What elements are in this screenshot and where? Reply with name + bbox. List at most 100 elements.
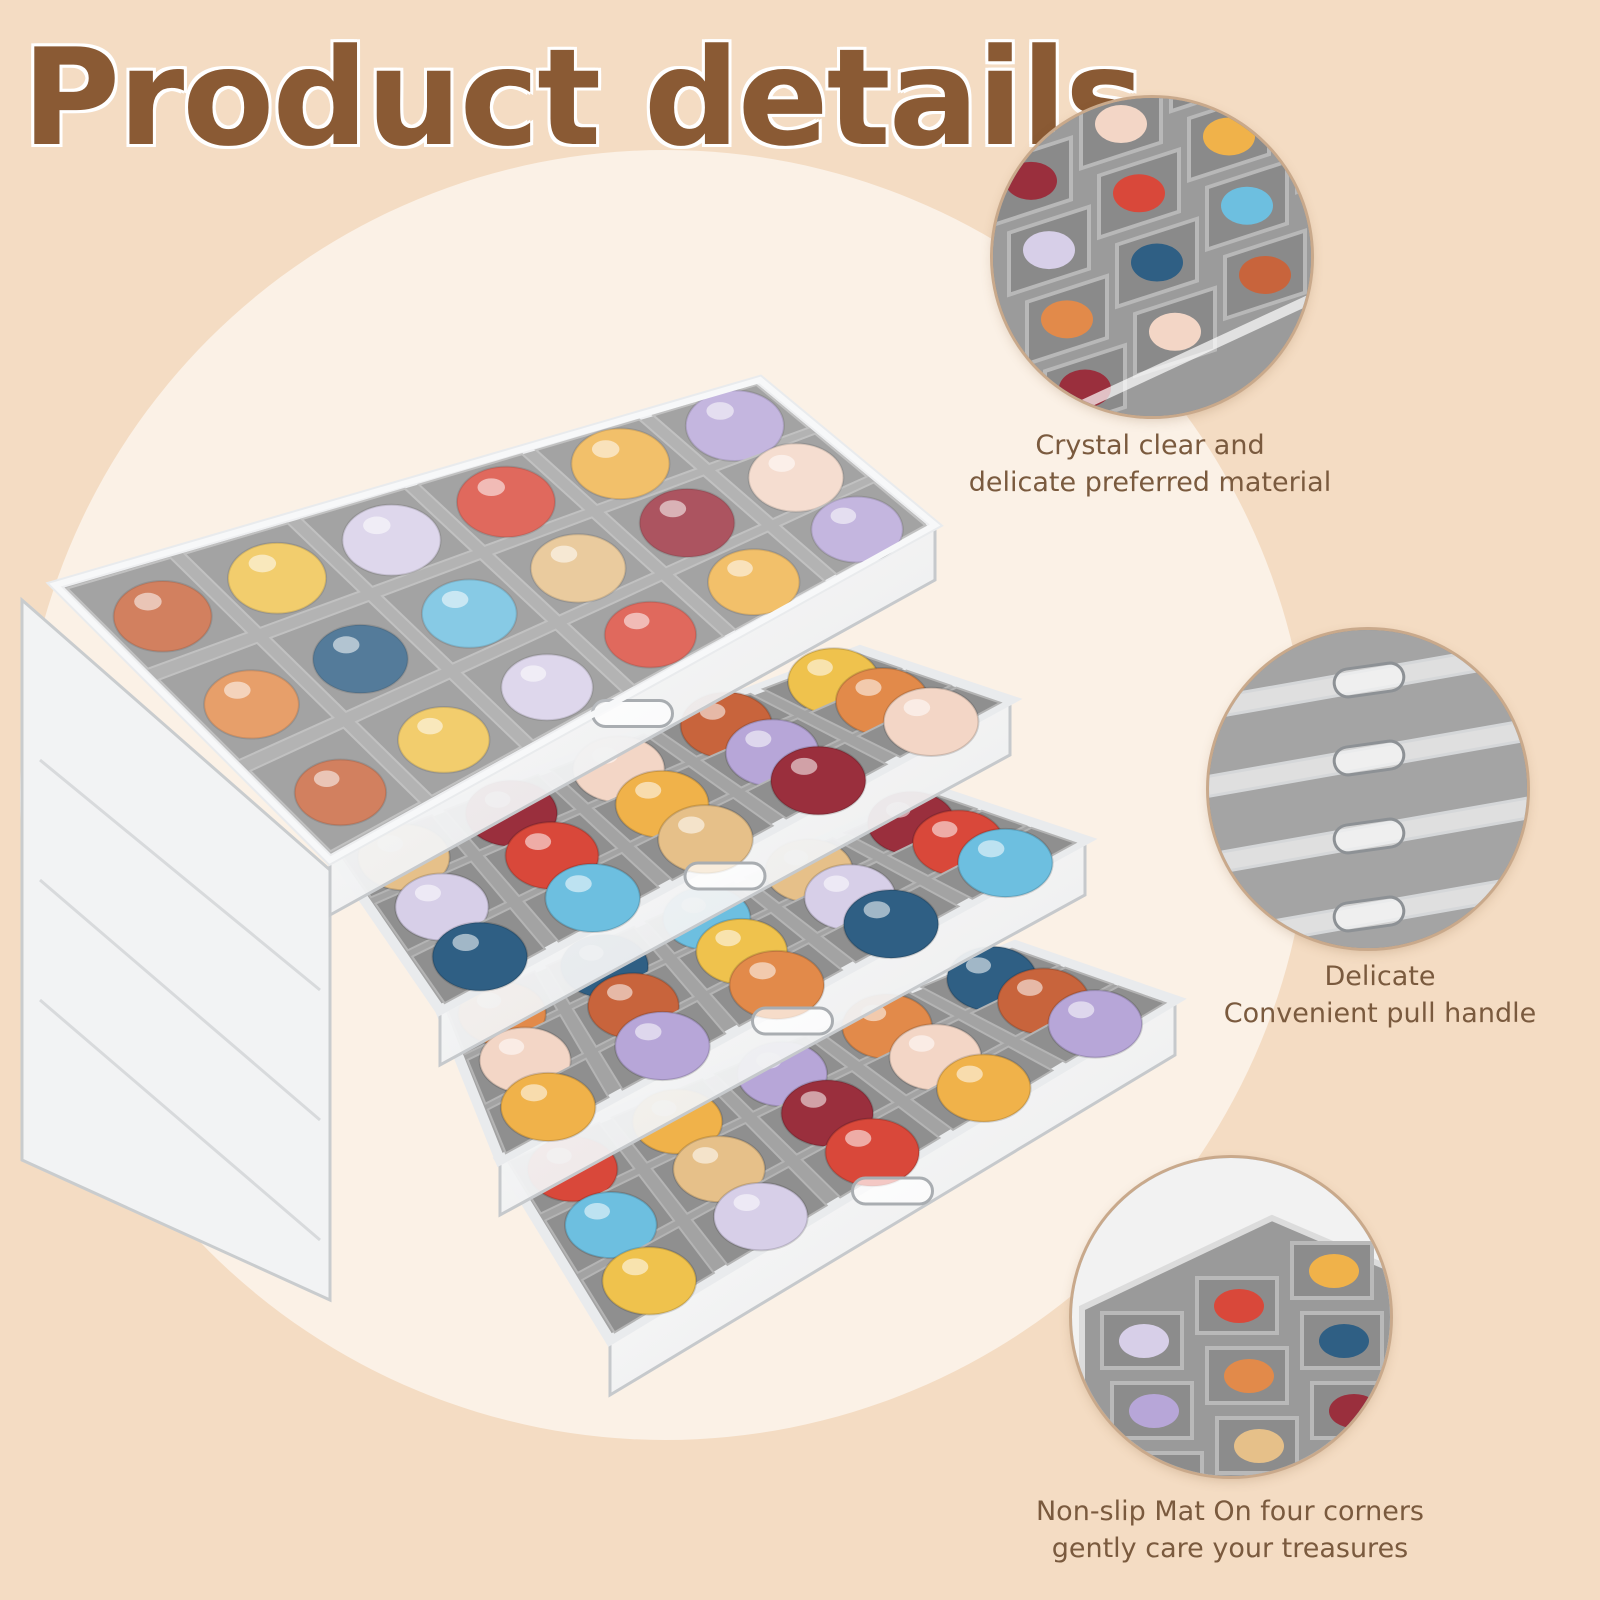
gemstone-highlight xyxy=(248,554,277,573)
gemstone-highlight xyxy=(715,929,741,947)
gemstone xyxy=(824,1117,921,1188)
gemstone-highlight xyxy=(733,1194,760,1212)
pull-handle-icon xyxy=(1332,895,1406,933)
gemstone-highlight xyxy=(768,454,796,472)
gemstone-highlight xyxy=(678,816,705,834)
gemstone xyxy=(1129,1394,1179,1428)
gemstone-highlight xyxy=(622,1258,649,1276)
caption-handle-line2: Convenient pull handle xyxy=(1223,998,1537,1029)
gemstone-highlight xyxy=(441,590,469,608)
gemstone-highlight xyxy=(224,681,251,699)
gemstone-highlight xyxy=(1068,1001,1095,1019)
gemstone-highlight xyxy=(908,1035,935,1052)
gemstone-highlight xyxy=(520,665,547,682)
gemstone-highlight xyxy=(550,545,578,563)
gemstone-highlight xyxy=(520,1084,548,1102)
gemstone-highlight xyxy=(749,962,776,980)
gemstone-highlight xyxy=(498,1038,525,1055)
pull-handle-icon xyxy=(683,861,767,891)
gemstone xyxy=(935,1053,1032,1123)
gemstone-highlight xyxy=(855,679,882,696)
drawer-tray xyxy=(45,374,944,918)
gemstone-highlight xyxy=(965,957,992,974)
gemstone xyxy=(1047,989,1144,1059)
gemstone xyxy=(1119,1324,1169,1358)
gemstone-highlight xyxy=(313,770,340,787)
gemstone-highlight xyxy=(417,717,443,735)
gemstone xyxy=(1131,243,1183,282)
gemstone-highlight xyxy=(706,402,734,420)
gemstone xyxy=(769,745,867,816)
gemstone xyxy=(1239,255,1291,294)
gemstone-highlight xyxy=(790,757,818,775)
drawers-group xyxy=(45,374,1187,1398)
gemstone-highlight xyxy=(956,1065,983,1083)
gemstone-highlight xyxy=(863,901,891,919)
gemstone xyxy=(1149,312,1201,351)
gemstone xyxy=(544,862,642,934)
gemstone-highlight xyxy=(903,699,931,717)
gemstone-highlight xyxy=(931,821,958,838)
gemstone xyxy=(1309,1254,1359,1288)
caption-material: Crystal clear and delicate preferred mat… xyxy=(930,427,1370,501)
gemstone-highlight xyxy=(414,884,441,902)
gemstone xyxy=(842,888,940,960)
pull-handle-icon xyxy=(1332,739,1406,777)
gemstone xyxy=(1319,1324,1369,1358)
gemstone xyxy=(1203,117,1255,156)
gemstone-highlight xyxy=(830,507,857,525)
gemstone xyxy=(1041,300,1093,339)
gemstone-highlight xyxy=(584,1203,610,1220)
gemstone xyxy=(1221,186,1273,225)
gemstone-highlight xyxy=(332,636,360,654)
gemstone-highlight xyxy=(565,875,592,893)
mat-corner-closeup-icon xyxy=(1072,1158,1390,1476)
gemstone xyxy=(1095,105,1147,144)
gemstone xyxy=(1234,1429,1284,1463)
gemstone-highlight xyxy=(623,612,650,630)
gemstone-highlight xyxy=(727,560,753,577)
gemstone xyxy=(957,827,1054,899)
gemstone xyxy=(1023,231,1075,270)
pull-handle-icon xyxy=(751,1006,834,1036)
caption-material-line1: Crystal clear and xyxy=(1035,430,1265,461)
gemstone-highlight xyxy=(845,1129,872,1147)
gemstone-highlight xyxy=(363,516,391,535)
gemstone xyxy=(499,1071,597,1143)
gemstone-highlight xyxy=(823,875,850,892)
gemstone-highlight xyxy=(591,440,620,458)
page-title: Product details xyxy=(22,20,1145,176)
acrylic-lid xyxy=(49,376,941,864)
caption-mat: Non-slip Mat On four corners gently care… xyxy=(1010,1493,1450,1567)
compartment-closeup-icon xyxy=(993,98,1311,416)
detail-circle-handle xyxy=(1209,630,1527,948)
drawer-tray xyxy=(322,644,1023,1068)
gemstone-highlight xyxy=(525,833,552,851)
gemstone-highlight xyxy=(977,840,1005,858)
gemstone xyxy=(614,1010,711,1082)
gemstone-highlight xyxy=(452,933,479,951)
pull-handle-icon xyxy=(851,1176,934,1206)
gemstone-highlight xyxy=(745,730,772,748)
caption-handle-line1: Delicate xyxy=(1324,961,1436,992)
gemstone-highlight xyxy=(800,1091,827,1108)
box-body xyxy=(20,596,332,1303)
caption-mat-line1: Non-slip Mat On four corners xyxy=(1035,1496,1425,1527)
pull-handle-icon xyxy=(1332,817,1406,855)
gemstone xyxy=(1005,161,1057,200)
detail-circle-mat xyxy=(1072,1158,1390,1476)
gemstone-highlight xyxy=(635,1023,662,1041)
gemstone xyxy=(712,1181,809,1252)
detail-circle-material xyxy=(993,98,1311,416)
gemstone xyxy=(431,921,529,992)
gemstone xyxy=(1224,1359,1274,1393)
gemstone-highlight xyxy=(134,592,162,611)
pull-handle-closeup-icon xyxy=(1209,630,1527,948)
gemstone-highlight xyxy=(692,1147,719,1164)
gemstone xyxy=(1113,174,1165,213)
gemstone-highlight xyxy=(635,781,662,799)
gemstone-highlight xyxy=(1016,979,1043,996)
pull-handle-icon xyxy=(1332,661,1406,699)
